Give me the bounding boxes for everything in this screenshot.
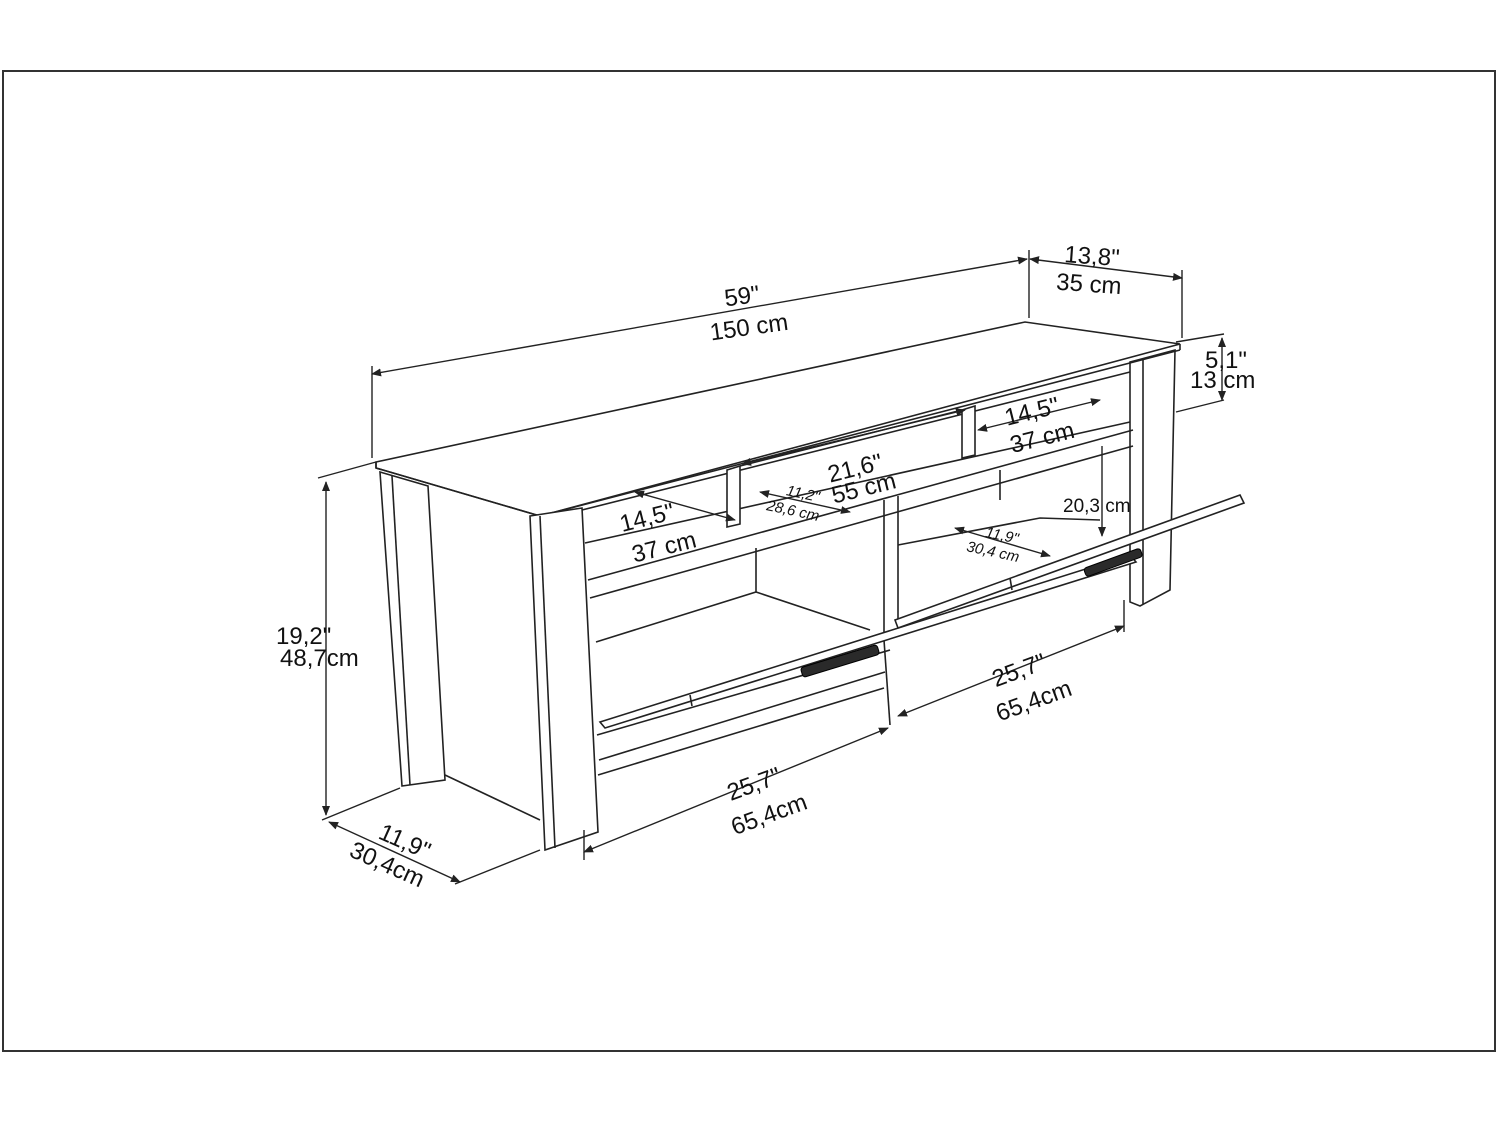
middle-depth-in-label: 11,2" [785, 482, 822, 506]
tv-stand-drawing [375, 321, 1246, 852]
left-door-handle [800, 644, 880, 678]
width-cm-label: 150 cm [708, 309, 790, 347]
dimension-lines [317, 250, 1226, 885]
height-in-label: 19,2" [276, 623, 331, 650]
left-door [598, 554, 1138, 729]
depth-in-label: 13,8" [1064, 241, 1121, 272]
drawing-frame [2, 70, 1496, 1052]
right-door-handle [1083, 548, 1143, 577]
top-thickness-in-label: 5,1" [1205, 347, 1247, 374]
width-in-label: 59" [723, 281, 762, 313]
front-post [529, 507, 599, 852]
right-height-cm-label: 20,3 cm [1063, 496, 1131, 517]
depth-cm-label: 35 cm [1055, 269, 1122, 300]
left-leg [379, 470, 446, 787]
top-thickness-cm-label: 13 cm [1190, 367, 1255, 394]
right-door [893, 494, 1246, 630]
height-cm-label: 48,7cm [280, 645, 359, 672]
right-depth-in-label: 11,9" [984, 524, 1021, 548]
right-leg [1129, 348, 1176, 607]
dimension-labels: 59" 150 cm 13,8" 35 cm 5,1" 13 cm 19,2" … [276, 241, 1255, 893]
